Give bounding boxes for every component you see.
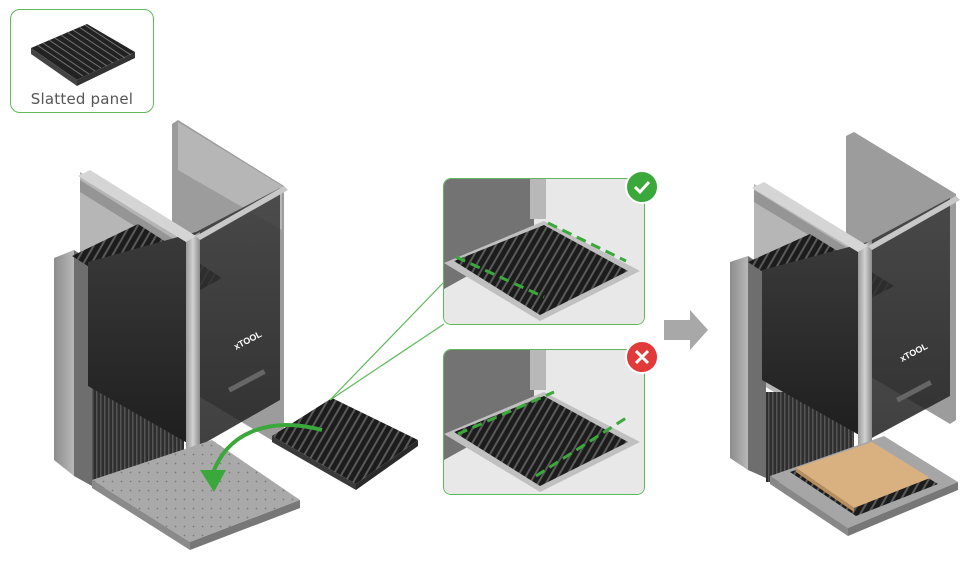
loose-slatted-panel	[272, 398, 418, 490]
machine-left: xTOOL	[54, 120, 300, 550]
connector-line-top	[329, 281, 445, 401]
legend-label: Slatted panel	[30, 90, 134, 108]
connector-line-bottom	[329, 323, 445, 401]
slatted-panel-icon	[31, 24, 135, 86]
inset-correct	[443, 178, 645, 325]
wood-material	[796, 442, 930, 508]
cross-badge-icon	[625, 340, 659, 374]
check-badge-icon	[625, 170, 659, 204]
legend-box: Slatted panel	[10, 9, 154, 113]
next-step-arrow	[664, 310, 708, 350]
insert-arrow	[200, 423, 323, 492]
inset-incorrect	[443, 349, 645, 495]
machine-right: xTOOL	[730, 132, 960, 536]
